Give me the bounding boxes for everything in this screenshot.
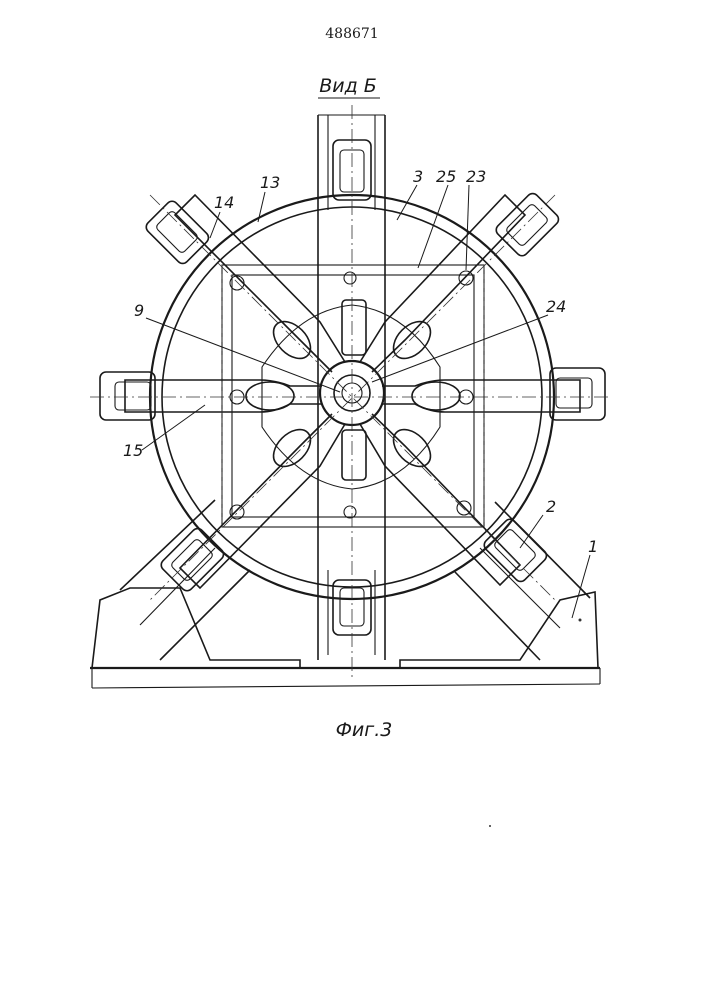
radial-spokes: [125, 195, 580, 588]
callout-14: 14: [214, 193, 234, 212]
callout-25: 25: [436, 167, 456, 186]
callout-9: 9: [134, 301, 144, 320]
callout-13: 13: [260, 173, 280, 192]
callout-1: 1: [588, 537, 598, 556]
callout-15: 15: [123, 441, 143, 460]
callout-23: 23: [466, 167, 486, 186]
callout-24: 24: [546, 297, 566, 316]
center-lines: [90, 105, 612, 680]
view-title: Вид Б: [319, 75, 377, 97]
base-frame: [90, 500, 600, 688]
patent-number: 488671: [325, 26, 378, 42]
speck: [489, 825, 491, 827]
callout-3: 3: [413, 167, 423, 186]
figure-caption: Фиг.3: [336, 719, 393, 741]
speck: [579, 619, 582, 622]
clamp-units: [100, 191, 605, 593]
callout-2: 2: [546, 497, 556, 516]
